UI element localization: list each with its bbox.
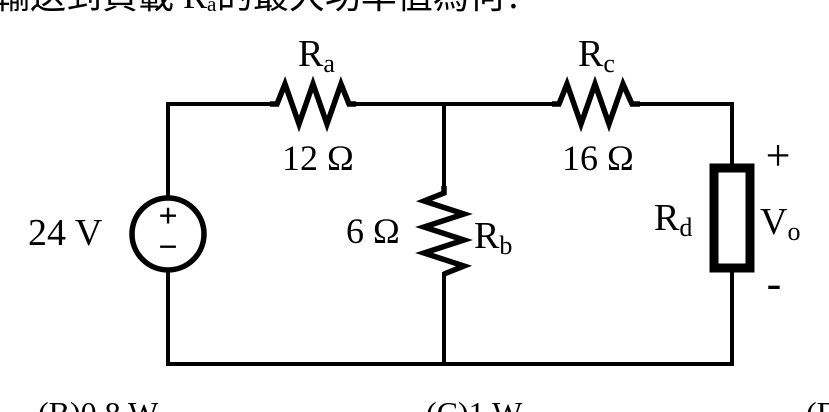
voltage-source-plus: + (158, 198, 177, 235)
resistor-rb-name: Rb (474, 215, 512, 260)
voltage-source-value: 24 V (28, 212, 103, 254)
circuit-wires (166, 102, 734, 366)
resistor-rd-name: Rd (654, 197, 692, 242)
resistor-rc-name-main: R (578, 33, 604, 75)
resistor-rd-name-sub: d (679, 213, 692, 242)
output-plus-sign: + (766, 131, 791, 180)
resistor-rc (552, 75, 640, 133)
resistor-rb (415, 186, 473, 277)
output-voltage-name: Vo (760, 201, 800, 246)
resistor-rc-name-sub: c (603, 49, 615, 78)
choice-b: (B)0.8 W (38, 395, 159, 412)
output-minus-sign: - (767, 259, 782, 308)
resistor-rc-value: 16 Ω (562, 138, 634, 178)
resistor-ra (270, 75, 356, 133)
resistor-ra-value: 12 Ω (282, 138, 354, 178)
voltage-source: + − (129, 195, 207, 273)
choice-d: (D (806, 395, 829, 412)
resistor-rb-value: 6 Ω (346, 211, 400, 251)
voltage-source-circle (129, 195, 207, 273)
output-voltage-name-sub: o (787, 217, 800, 246)
resistor-rb-name-sub: b (499, 231, 512, 260)
resistor-rd-name-main: R (654, 197, 680, 239)
resistor-ra-name-sub: a (323, 49, 335, 78)
resistor-rd (709, 163, 755, 273)
voltage-source-minus: − (158, 229, 177, 266)
resistor-rc-name: Rc (578, 33, 615, 78)
question-header-text: 輸送到負載 Rₐ的最大功率值為何？ (0, 0, 541, 16)
choice-c: (C)1 W (426, 395, 523, 412)
resistor-rb-name-main: R (474, 215, 500, 257)
output-voltage-name-main: V (760, 201, 788, 243)
resistor-ra-name: Ra (298, 33, 335, 78)
resistor-ra-name-main: R (298, 33, 324, 75)
